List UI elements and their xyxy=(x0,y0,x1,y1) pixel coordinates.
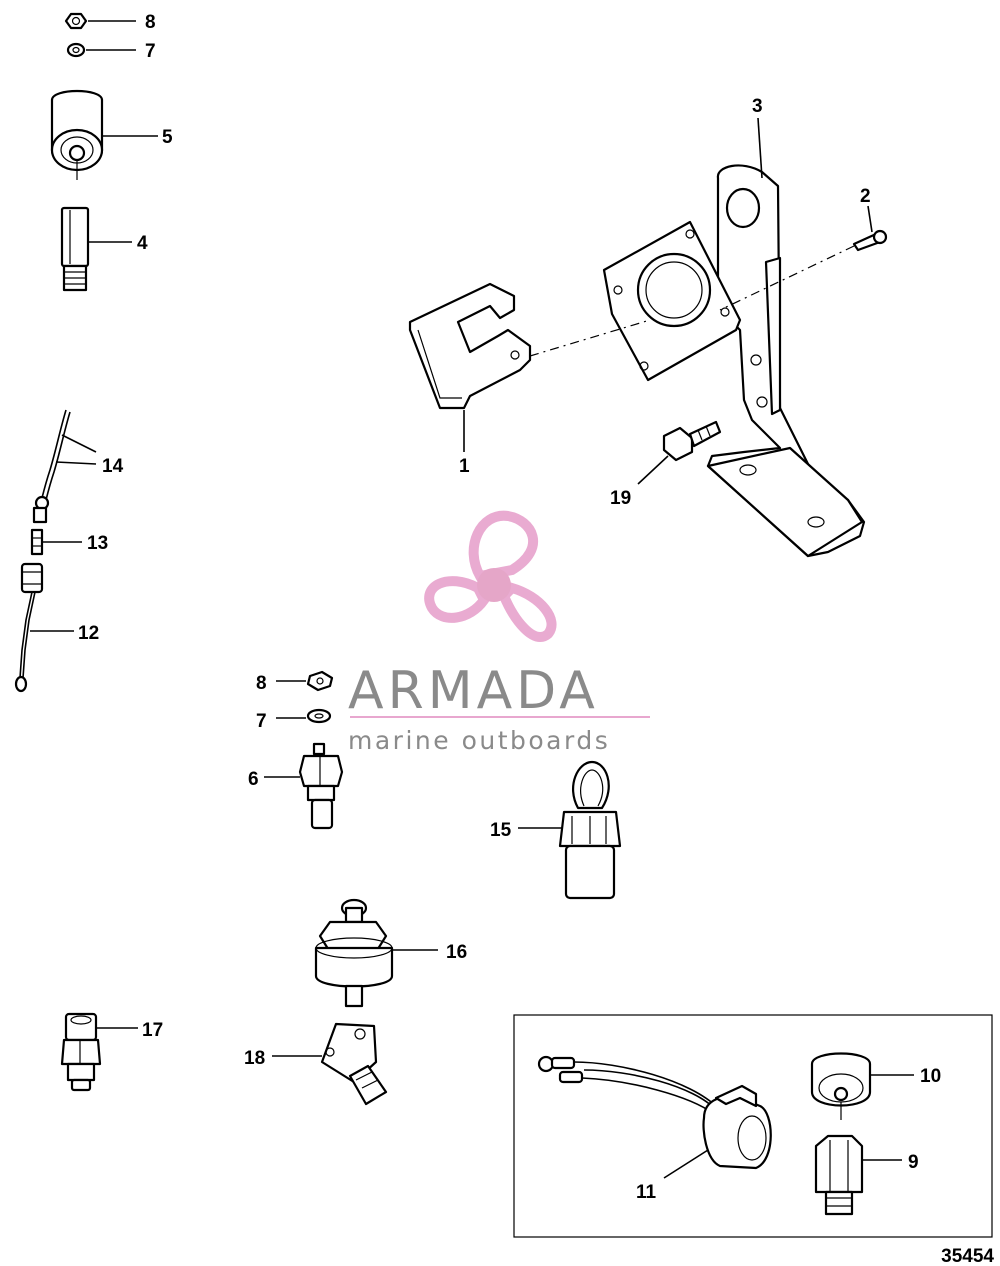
armada-tagline: marine outboards xyxy=(348,726,610,755)
part-3-bracket xyxy=(706,117,866,558)
callout-13: 13 xyxy=(87,533,108,554)
callout-16: 16 xyxy=(446,942,467,963)
part-8-nut-top xyxy=(64,12,136,30)
part-17-fitting xyxy=(60,1012,138,1092)
part-6-temp-sensor xyxy=(264,742,344,830)
callout-1: 1 xyxy=(459,456,470,477)
part-15-connector xyxy=(518,760,622,900)
callout-6: 6 xyxy=(248,769,259,790)
part-8-nut-mid xyxy=(276,670,334,692)
callout-7-mid: 7 xyxy=(256,711,267,732)
part-7-washer-mid xyxy=(276,708,332,724)
part-16-knock-sensor xyxy=(314,898,438,1008)
armada-propeller-logo xyxy=(424,510,557,642)
callout-12: 12 xyxy=(78,623,99,644)
callout-3: 3 xyxy=(752,96,763,117)
part-2-screw xyxy=(719,205,888,311)
part-19-bolt xyxy=(637,420,722,485)
callout-18: 18 xyxy=(244,1048,265,1069)
inset-frame xyxy=(513,1014,993,1238)
callout-17: 17 xyxy=(142,1020,163,1041)
callout-5: 5 xyxy=(162,127,173,148)
part-11-harness xyxy=(537,1055,772,1179)
callout-19: 19 xyxy=(610,488,631,509)
callout-7-top: 7 xyxy=(145,41,156,62)
callout-8-top: 8 xyxy=(145,12,156,33)
armada-brand-name: ARMADA xyxy=(348,661,599,721)
part-5-sensor xyxy=(50,90,158,180)
callout-9: 9 xyxy=(908,1152,919,1173)
part-1-clip xyxy=(408,282,651,452)
bracket-mount-plate xyxy=(602,220,742,382)
part-4-adapter xyxy=(60,206,132,292)
part-14-wire xyxy=(32,409,97,524)
callout-8-mid: 8 xyxy=(256,673,267,694)
callout-15: 15 xyxy=(490,820,512,841)
callout-11: 11 xyxy=(636,1182,657,1203)
part-18-elbow-fitting xyxy=(272,1022,388,1106)
document-number: 35454 xyxy=(941,1246,994,1266)
part-10-sensor xyxy=(810,1052,914,1120)
part-12-sender-lead xyxy=(14,562,74,693)
callout-2: 2 xyxy=(860,186,871,207)
part-7-washer-top xyxy=(66,42,136,58)
callout-4: 4 xyxy=(137,233,148,254)
callout-14: 14 xyxy=(102,456,124,477)
part-9-adapter xyxy=(814,1134,902,1216)
part-13-terminal xyxy=(30,528,82,556)
callout-10: 10 xyxy=(920,1066,941,1087)
